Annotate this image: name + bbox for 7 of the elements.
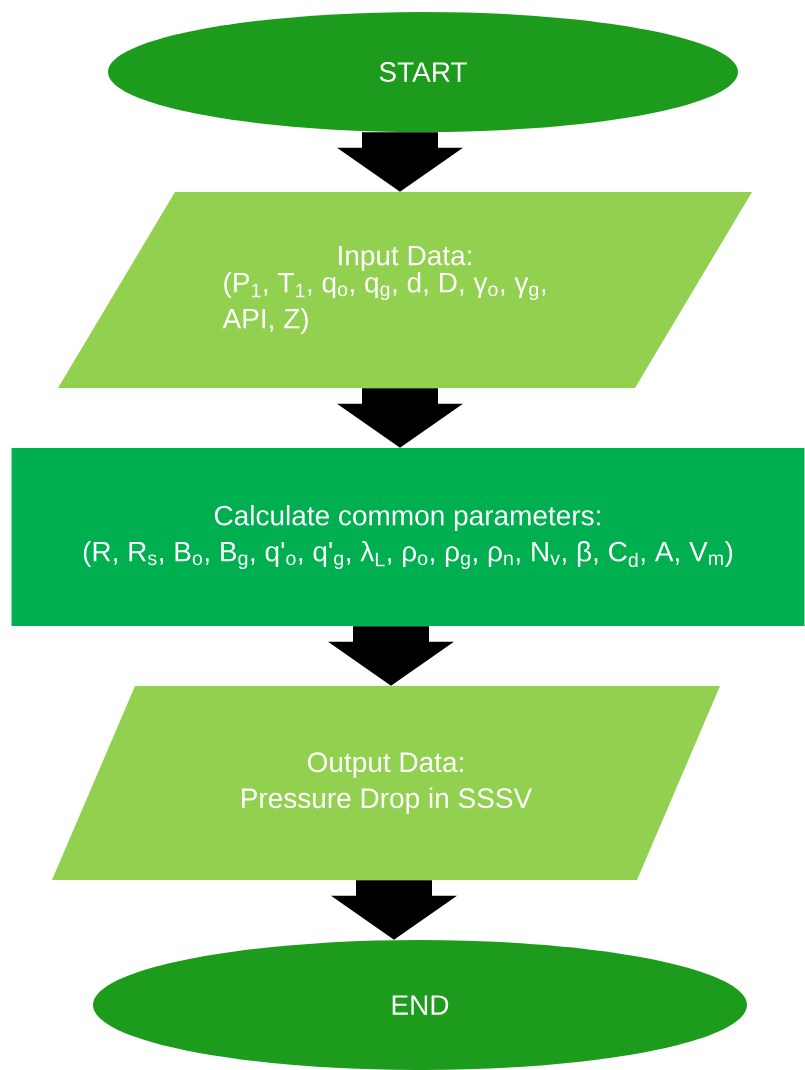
block-arrow bbox=[337, 388, 463, 448]
data-parallelogram: Output Data: Pressure Drop in SSSV bbox=[52, 686, 720, 880]
block-arrow bbox=[328, 626, 454, 686]
block-arrow bbox=[331, 880, 457, 940]
process-box: Calculate common parameters: (R, R$_{s}$, B$_{o}$, B$_{g}$, q'$_{o}$, q'$_{g}$, λ$_{L}$, ρ$_{o}$, ρ$_{g}$, ρ$_{n}$, N$_{v}$, β, C$_{d}$, A, V$_{m}$) bbox=[11, 448, 805, 626]
data-parallelogram: Input Data: (P$_{1}$, T$_{1}$, q$_{o}$, q$_{g}$, d, D, γ$_{o}$, γ$_{g}$, API, Z) bbox=[58, 192, 752, 388]
block-arrow bbox=[337, 132, 463, 192]
